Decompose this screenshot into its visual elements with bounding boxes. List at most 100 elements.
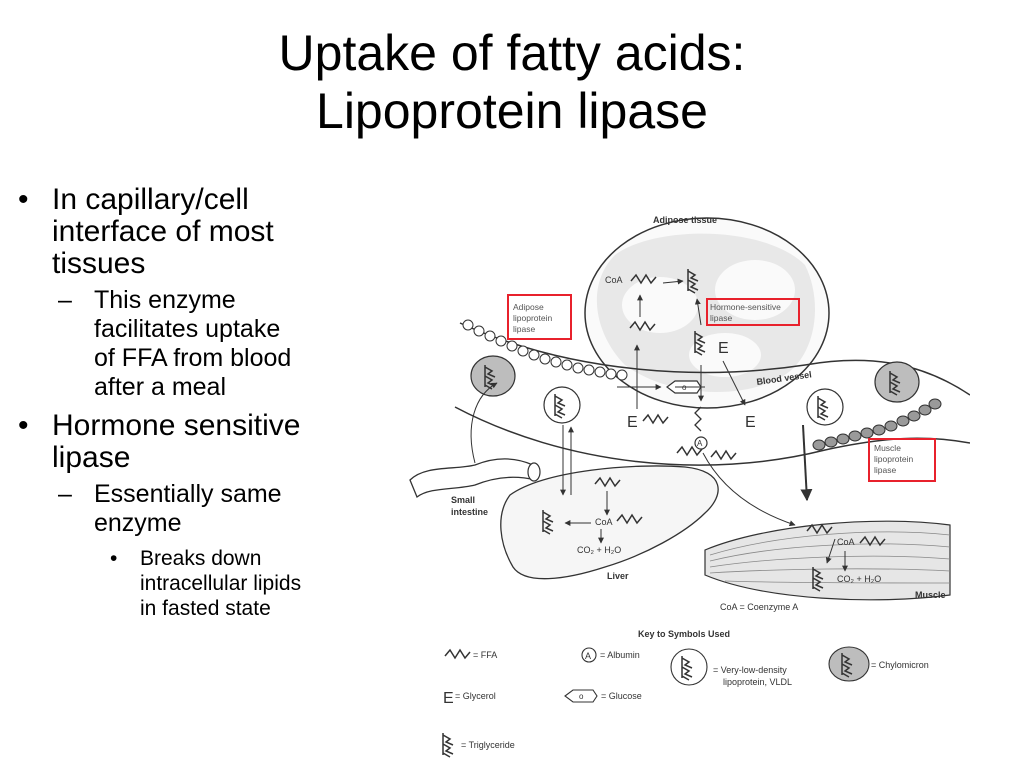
bullet-line: This enzyme <box>94 286 236 314</box>
arrow <box>694 298 702 326</box>
lpl-bead <box>848 430 862 442</box>
lpl-bead <box>918 404 932 416</box>
muscle-lpl-line-2: lipoprotein <box>874 454 913 464</box>
sub-sub-bullet-fasted: • Breaks down intracellular lipids in fa… <box>110 546 398 621</box>
adipose-lpl-line-3: lipase <box>513 324 535 334</box>
lpl-bead <box>928 398 942 410</box>
adipose-lipoprotein-lipase-box: Adipose lipoprotein lipase <box>507 294 572 340</box>
key-ffa: = FFA <box>473 650 497 660</box>
key-vldl-1: = Very-low-density <box>713 665 787 675</box>
coa-label-liver: CoA <box>595 517 613 527</box>
albumin-symbol: A <box>694 436 708 450</box>
slide-title: Uptake of fatty acids: Lipoprotein lipas… <box>0 24 1024 140</box>
bullet-line: Essentially same <box>94 480 282 508</box>
title-line-2: Lipoprotein lipase <box>316 83 708 139</box>
lpl-bead <box>539 353 551 365</box>
muscle-fiber <box>724 580 951 584</box>
liver-label: Liver <box>607 571 629 581</box>
hsl-label-line-2: lipase <box>710 313 732 323</box>
title-line-1: Uptake of fatty acids: <box>278 25 746 81</box>
key-triglyceride-icon <box>442 732 454 758</box>
hsl-label-line-1: Hormone-sensitive <box>710 302 781 312</box>
bullet-line: tissues <box>52 247 146 280</box>
coa-label-adipose: CoA <box>605 275 623 285</box>
chylomicron-particle <box>470 355 516 397</box>
vldl-particle <box>543 386 581 424</box>
key-vldl-2: lipoprotein, VLDL <box>723 677 792 687</box>
albumin-letter: A <box>697 439 703 448</box>
muscle: CoA CO₂ + H₂O Muscle CoA = Coenzyme A <box>704 520 951 612</box>
lpl-bead <box>572 362 584 374</box>
bullet-line: enzyme <box>94 509 182 537</box>
lpl-bead <box>860 427 874 439</box>
bullet-line: in fasted state <box>140 597 271 620</box>
key-glycerol-icon: E <box>443 690 454 707</box>
glycerol-symbol: E <box>627 414 638 431</box>
lpl-bead <box>528 349 540 361</box>
key-glucose-icon: o <box>564 689 598 703</box>
intestine-opening <box>527 462 541 482</box>
lpl-bead <box>462 319 474 331</box>
bullet-list: • In capillary/cell interface of most ti… <box>18 184 398 621</box>
lpl-bead <box>616 369 628 381</box>
muscle-lpl-chain <box>812 398 942 451</box>
glycerol-symbol: E <box>745 414 756 431</box>
key-triglyceride: = Triglyceride <box>461 740 515 750</box>
key-glucose: = Glucose <box>601 691 642 701</box>
small-intestine-label-1: Small <box>451 495 475 505</box>
arrow <box>800 424 813 502</box>
bullet-line: intracellular lipids <box>140 572 302 595</box>
muscle-lpl-line-1: Muscle <box>874 443 901 453</box>
key-glycerol: = Glycerol <box>455 691 496 701</box>
vldl-particle <box>806 388 844 426</box>
fat-droplet <box>689 333 761 377</box>
small-intestine: Small intestine <box>409 458 541 517</box>
key-ffa-icon <box>444 649 471 659</box>
ffa-symbol <box>710 450 737 460</box>
lpl-bead <box>506 340 518 352</box>
muscle-label: Muscle <box>915 590 946 600</box>
muscle-fiber <box>709 568 951 574</box>
highlight-box <box>868 438 936 482</box>
lpl-bead <box>907 410 921 422</box>
bullet-line: Hormone sensitive <box>52 409 301 442</box>
highlight-box <box>507 294 572 340</box>
key-albumin-letter: A <box>585 651 591 661</box>
arrow <box>825 538 836 564</box>
bullet-capillary: • In capillary/cell interface of most ti… <box>18 184 398 280</box>
lpl-bead <box>517 345 529 357</box>
lpl-bead <box>812 439 826 451</box>
adipose-lpl-chain <box>462 319 628 381</box>
key-glucose-mark: o <box>579 692 584 701</box>
lpl-bead <box>836 433 850 445</box>
bullet-line: In capillary/cell <box>52 183 249 216</box>
hormone-sensitive-lipase-box: Hormone-sensitive lipase <box>706 298 800 326</box>
vessel-wall-upper <box>459 322 970 396</box>
key-albumin: = Albumin <box>600 650 640 660</box>
lpl-bead <box>824 436 838 448</box>
key-title: Key to Symbols Used <box>638 629 730 639</box>
bullet-line: of FFA from blood <box>94 344 292 372</box>
coenzyme-note: CoA = Coenzyme A <box>720 602 798 612</box>
lpl-bead <box>884 420 898 432</box>
lpl-bead <box>484 330 496 342</box>
chylomicron-particle <box>874 361 920 403</box>
lpl-bead <box>550 356 562 368</box>
muscle-fiber <box>709 543 951 562</box>
bullet-line: interface of most <box>52 215 274 248</box>
bullet-line: facilitates uptake <box>94 315 281 343</box>
coa-label-muscle: CoA <box>837 537 855 547</box>
liver: CoA CO₂ + H₂O Liver <box>500 465 719 581</box>
lpl-bead <box>561 359 573 371</box>
glycerol-symbol: E <box>718 340 729 357</box>
fat-droplet <box>622 277 698 333</box>
highlight-box <box>706 298 800 326</box>
lpl-bead <box>473 325 485 337</box>
sub-bullet-marker: – <box>58 480 72 508</box>
bullet-hormone-sensitive: • Hormone sensitive lipase <box>18 410 398 474</box>
sub-bullet-marker: – <box>58 286 72 314</box>
sub-bullet-same-enzyme: – Essentially same enzyme <box>58 480 398 538</box>
adipose-lpl-line-2: lipoprotein <box>513 313 552 323</box>
arrow <box>470 382 498 464</box>
arrow <box>662 278 684 285</box>
